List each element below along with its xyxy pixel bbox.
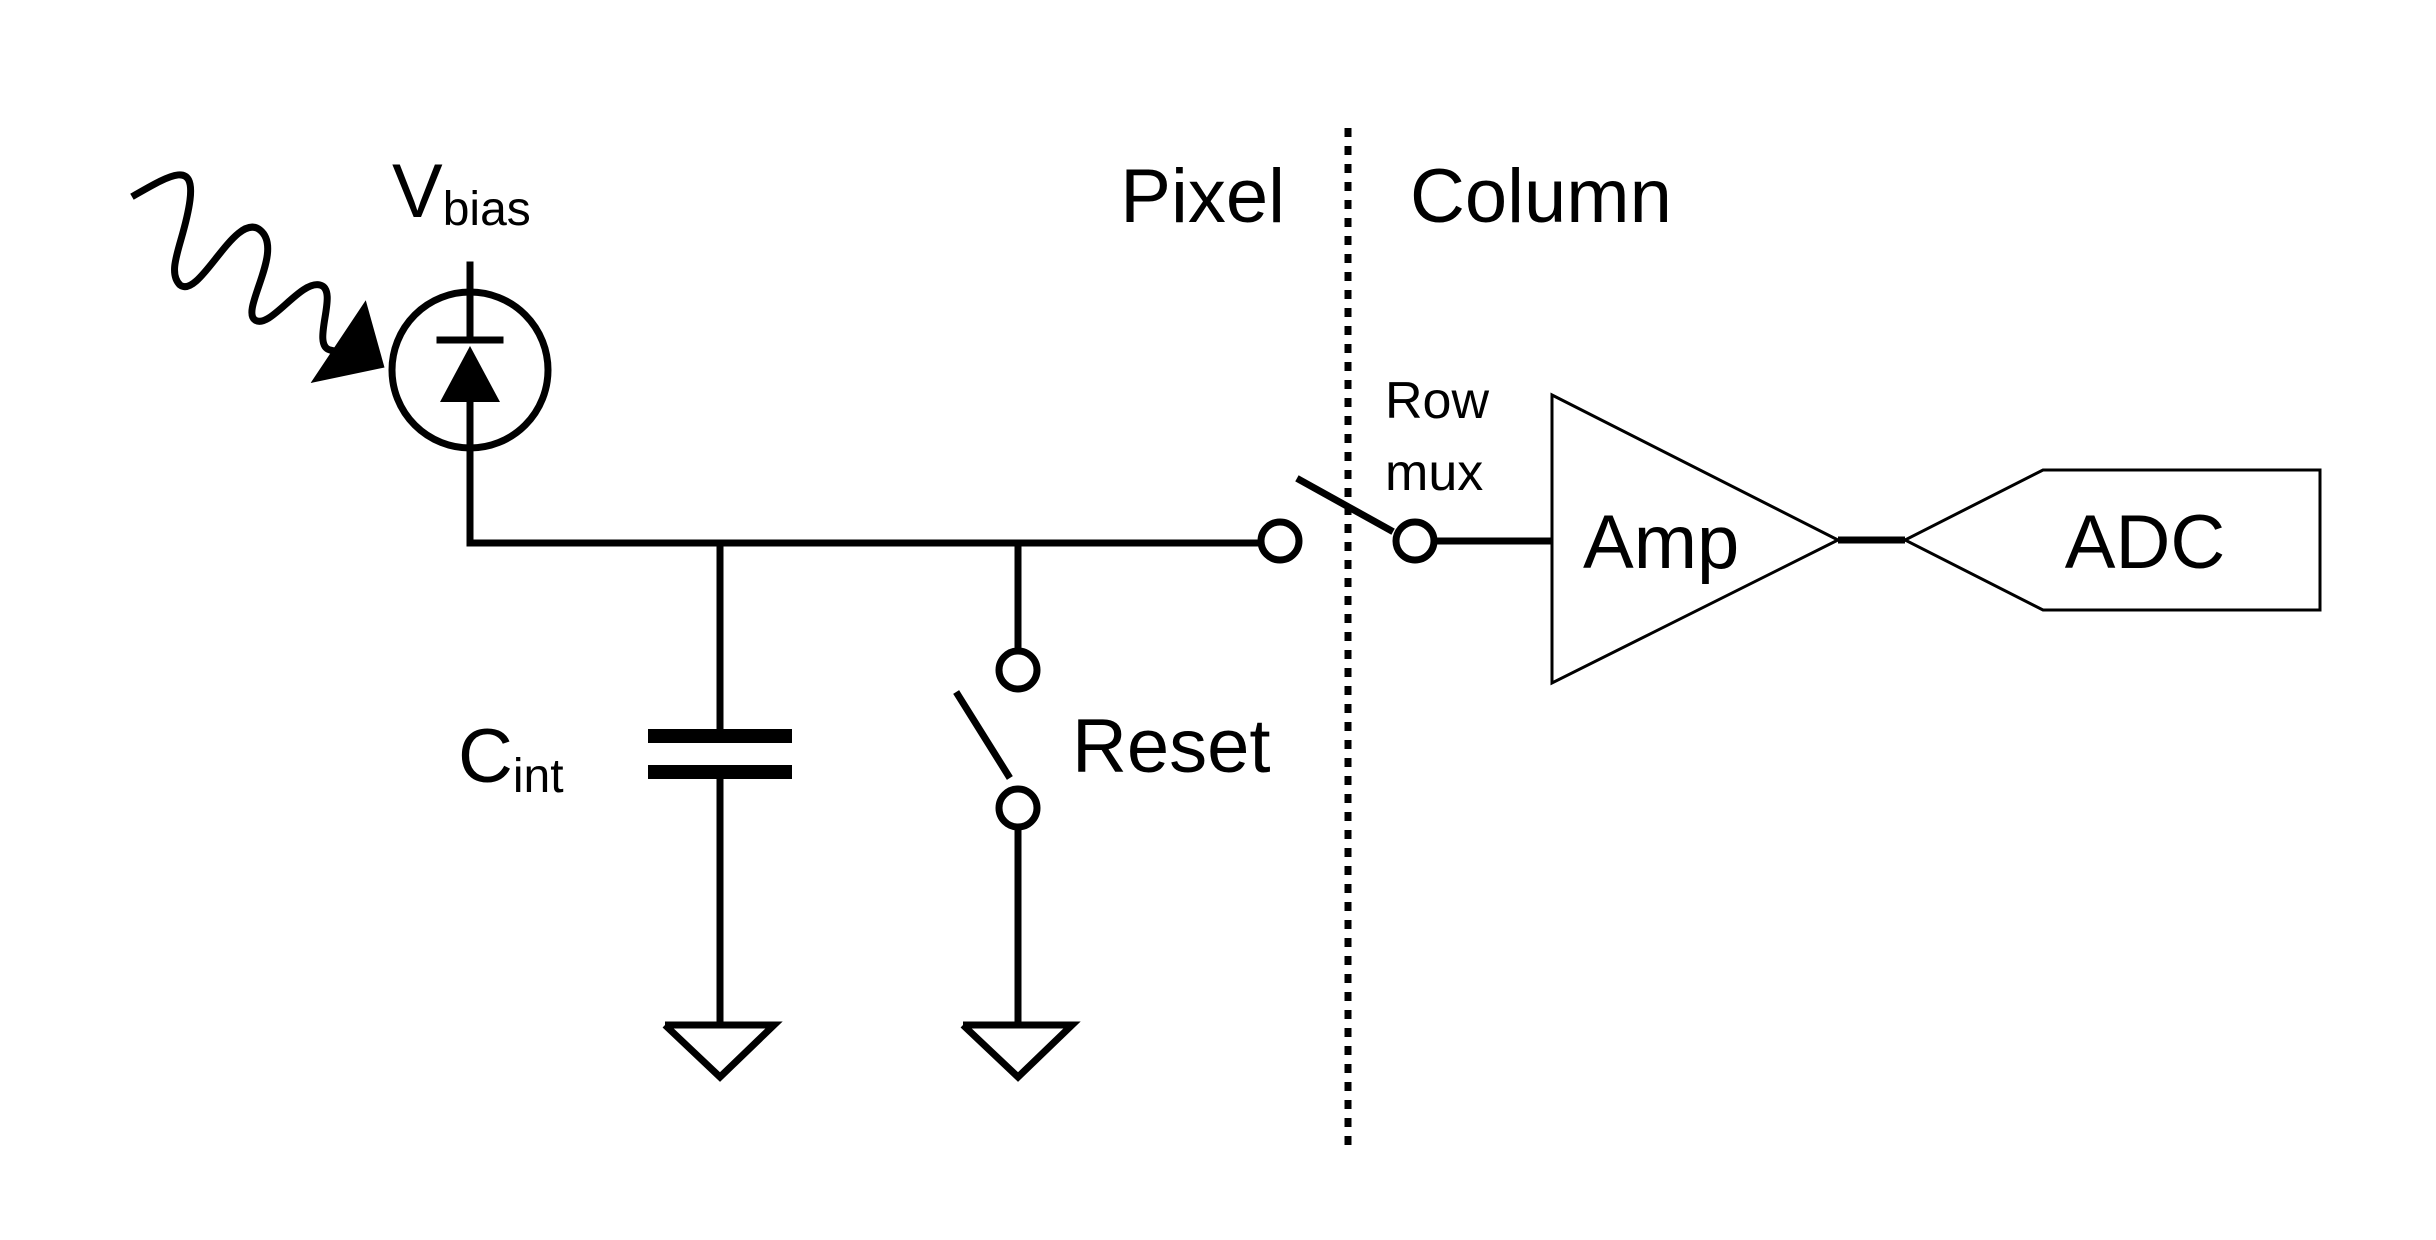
row-mux-switch xyxy=(1257,475,1554,564)
integration-capacitor xyxy=(648,539,792,1029)
adc-label: ADC xyxy=(2065,500,2225,585)
ground-symbol-reset xyxy=(960,1021,1081,1082)
pixel-region-label: Pixel xyxy=(1120,154,1285,239)
column-region-label: Column xyxy=(1410,154,1672,239)
row-mux-label-line1: Row xyxy=(1385,372,1489,430)
pixel-node-wire xyxy=(466,444,1266,547)
reset-switch xyxy=(953,539,1041,1029)
adc-block xyxy=(1901,468,2322,612)
incoming-light-icon xyxy=(130,171,385,383)
photodiode-symbol xyxy=(388,261,552,452)
ground-symbol-capacitor xyxy=(662,1021,783,1082)
cint-label: Cint xyxy=(458,714,564,803)
reset-label: Reset xyxy=(1072,704,1271,789)
row-mux-label-line2: mux xyxy=(1385,444,1483,502)
amplifier-symbol xyxy=(1550,392,1842,686)
amp-label: Amp xyxy=(1583,500,1739,585)
vbias-label: Vbias xyxy=(392,149,531,236)
